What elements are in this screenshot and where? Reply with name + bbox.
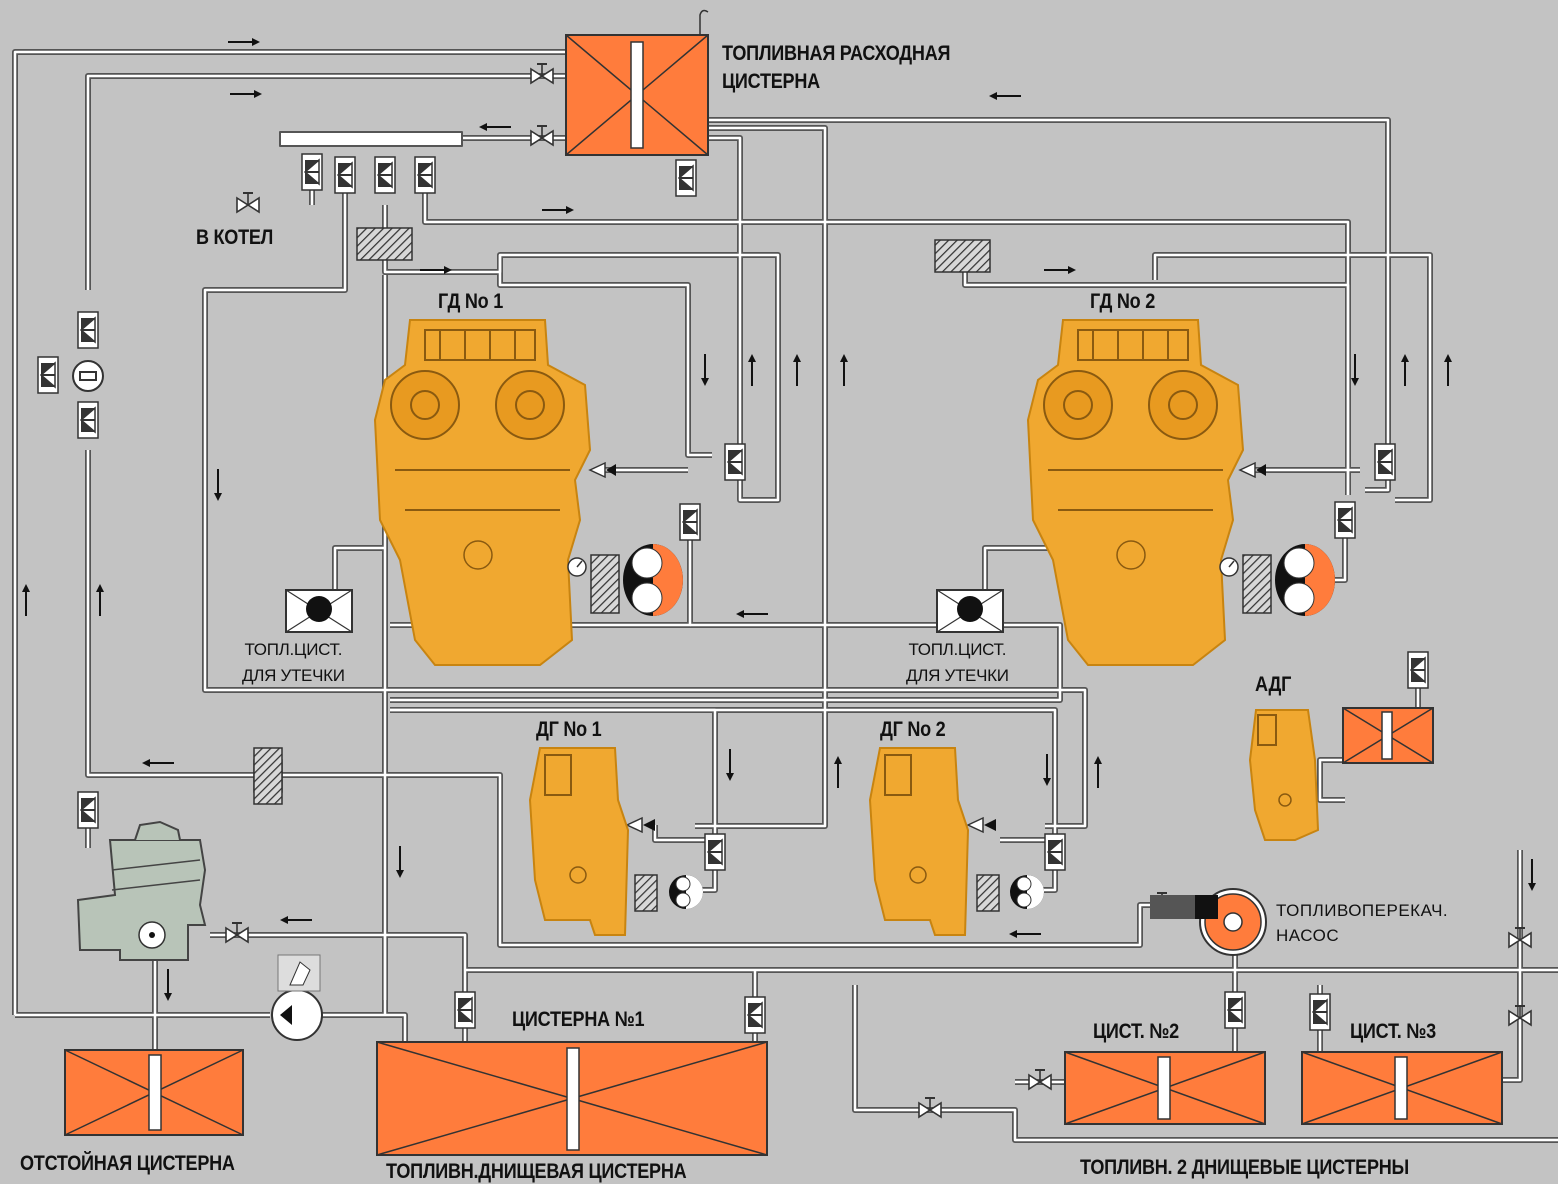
transfer-pump[interactable] [1150,889,1266,955]
leak-tank-2[interactable] [937,590,1003,632]
service-tank-label: ТОПЛИВНАЯ РАСХОДНАЯ ЦИСТЕРНА [722,40,950,96]
bottom-tank-label: ТОПЛИВН.ДНИЩЕВАЯ ЦИСТЕРНА [386,1160,686,1184]
diesel-generator-2[interactable] [870,748,968,935]
bottom-tank-1[interactable] [377,1042,767,1155]
leak-tank-2-label: ТОПЛ.ЦИСТ. ДЛЯ УТЕЧКИ [906,637,1009,689]
main-engine-1[interactable] [375,320,590,665]
service-tank[interactable] [566,11,708,155]
main-engine-2-label: ГД No 2 [1090,290,1155,314]
emergency-generator[interactable] [1250,710,1318,840]
transfer-pump-label: ТОПЛИВОПЕРЕКАЧ. НАСОС [1276,898,1448,948]
emergency-generator-label: АДГ [1255,673,1291,697]
tank-1-label: ЦИСТЕРНА №1 [512,1008,644,1032]
generator-2-label: ДГ No 2 [880,718,945,742]
bottom-tank-3[interactable] [1302,1052,1502,1124]
fuel-separator[interactable] [78,822,205,960]
settling-tank-label: ОТСТОЙНАЯ ЦИСТЕРНА [20,1152,235,1176]
emergency-generator-tank[interactable] [1343,708,1433,763]
tank-3-label: ЦИСТ. №3 [1350,1020,1436,1044]
leak-tank-1[interactable] [286,590,352,632]
bottom-tank-2[interactable] [1065,1052,1265,1124]
settling-tank[interactable] [65,1050,243,1135]
flow-arrows [22,38,1536,1001]
main-engine-2[interactable] [1028,320,1243,665]
separator-feed-pump[interactable] [272,955,322,1040]
diesel-generator-1[interactable] [530,748,628,935]
generator-1-label: ДГ No 1 [536,718,601,742]
leak-tank-1-label: ТОПЛ.ЦИСТ. ДЛЯ УТЕЧКИ [242,637,345,689]
to-boiler-label: В КОТЕЛ [196,226,273,250]
bottom-tanks-2-label: ТОПЛИВН. 2 ДНИЩЕВЫЕ ЦИСТЕРНЫ [1080,1156,1409,1180]
tank-2-label: ЦИСТ. №2 [1093,1020,1179,1044]
main-engine-1-label: ГД No 1 [438,290,503,314]
